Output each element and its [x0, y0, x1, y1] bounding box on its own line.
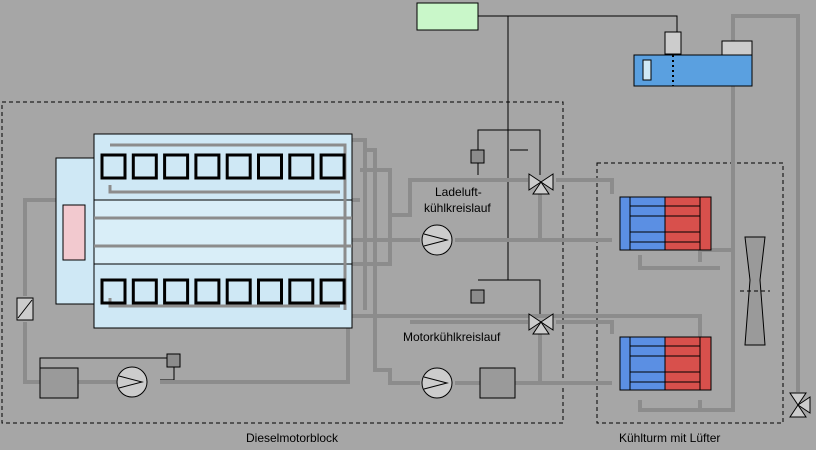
oil-cooler: [39, 367, 79, 399]
level-indicator: [642, 59, 652, 81]
cylinder: [194, 278, 221, 305]
three-way-valve-icon[interactable]: [528, 313, 554, 335]
sensor-icon: [166, 353, 181, 368]
region-boundaries: [1, 101, 784, 424]
tank-body: [633, 54, 753, 87]
sensor-icon: [470, 289, 485, 304]
pump-icon[interactable]: [116, 366, 148, 398]
engine-block-label: Dieselmotorblock: [246, 431, 339, 445]
charge-air-circuit-label-2: kühlkreislauf: [424, 201, 491, 215]
cooling-tower-label: Kühlturm mit Lüfter: [619, 431, 720, 445]
valve-icon[interactable]: [789, 392, 811, 418]
cylinder-bank-top: [100, 153, 346, 180]
cylinder: [319, 153, 346, 180]
engine-block: [55, 133, 353, 329]
cylinder: [131, 278, 158, 305]
fan-icon: [740, 236, 770, 346]
cooling-tower-boundary: [596, 162, 784, 424]
cylinder: [319, 278, 346, 305]
cylinder: [163, 278, 190, 305]
charge-air-circuit-label-1: Ladeluft-: [435, 185, 482, 199]
engine-core: [93, 199, 353, 265]
heat-exchanger-box: [479, 367, 516, 399]
pump-icon[interactable]: [421, 224, 453, 256]
cylinder-bank-bottom: [100, 278, 346, 305]
cylinder: [131, 153, 158, 180]
cylinder: [225, 153, 252, 180]
heat-exchanger-bottom: [619, 336, 712, 391]
cylinder: [163, 153, 190, 180]
cylinder: [257, 278, 283, 305]
tank-vent: [721, 40, 753, 56]
cylinder: [194, 153, 221, 180]
heat-exchanger-top: [619, 196, 712, 251]
filter-icon: [16, 297, 34, 321]
cylinder: [288, 278, 315, 305]
cylinder: [100, 278, 127, 305]
engine-circuit-label: Motorkühlkreislauf: [403, 330, 501, 344]
sensors: [16, 149, 485, 368]
sensor-icon: [470, 149, 485, 164]
cylinder: [225, 278, 252, 305]
three-way-valve-icon[interactable]: [528, 173, 554, 195]
cylinder: [288, 153, 315, 180]
heater-element: [62, 204, 86, 261]
engine-block-boundary: [1, 101, 564, 424]
cylinder: [257, 153, 283, 180]
pump-icon[interactable]: [421, 367, 453, 399]
cylinder: [100, 153, 127, 180]
tank-sensor: [664, 31, 682, 55]
controller-box: [416, 2, 479, 31]
expansion-tank: [633, 31, 753, 87]
